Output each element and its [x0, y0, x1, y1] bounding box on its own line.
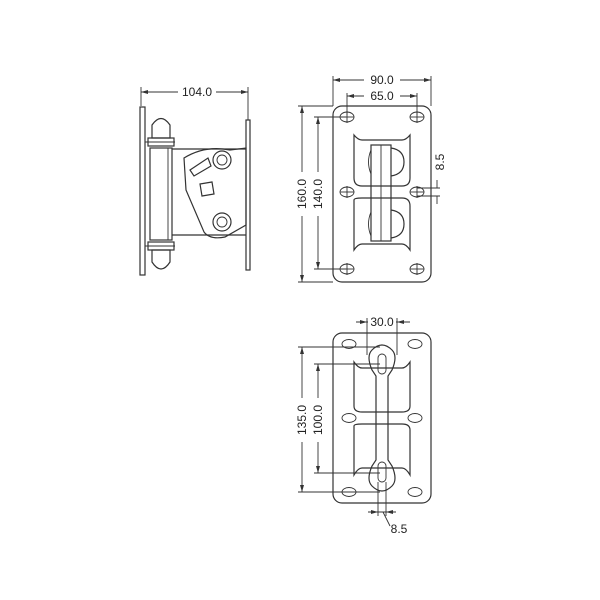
dim-135: 135.0	[295, 405, 309, 435]
dim-65: 65.0	[370, 89, 394, 103]
dim-104: 104.0	[182, 85, 212, 99]
front-view: 90.0 65.0 160.0 140.0	[295, 72, 447, 283]
dim-100: 100.0	[311, 405, 325, 435]
dim-8-5-rear: 8.5	[391, 522, 408, 536]
rear-view: 30.0 135.0 100.0	[295, 314, 432, 536]
dim-30: 30.0	[370, 315, 394, 329]
dim-160: 160.0	[295, 179, 309, 209]
side-view: 104.0	[139, 84, 251, 276]
dim-90: 90.0	[370, 73, 394, 87]
dim-8-5-front: 8.5	[433, 153, 447, 170]
dim-140: 140.0	[311, 179, 325, 209]
